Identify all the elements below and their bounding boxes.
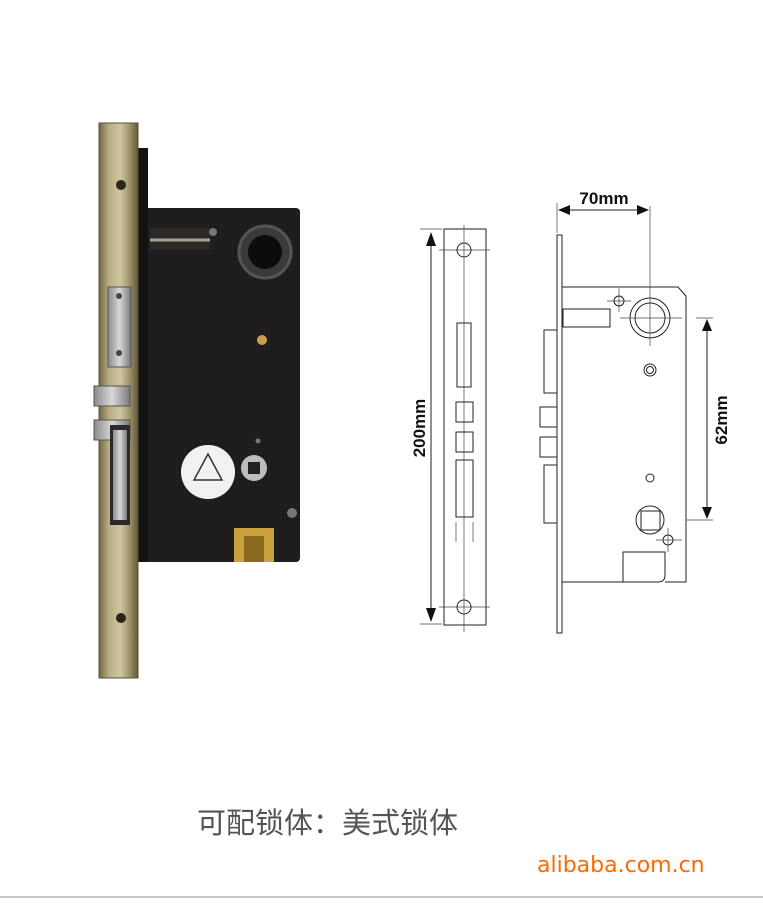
warning-badge: [181, 445, 235, 499]
height-dimension-label: 200mm: [410, 399, 429, 458]
faceplate-drawing: 200mm: [410, 225, 490, 632]
center-distance-dimension-label: 62mm: [712, 395, 731, 444]
lock-photo: [93, 122, 300, 679]
divider: [0, 896, 763, 898]
backset-dimension-label: 70mm: [579, 189, 628, 208]
lock-body-drawing: 70mm 62mm: [539, 189, 731, 634]
latch-bolt-upper: [93, 385, 131, 407]
watermark-text: alibaba.com.cn: [537, 853, 705, 878]
caption-text: 可配锁体：美式锁体: [197, 806, 459, 840]
